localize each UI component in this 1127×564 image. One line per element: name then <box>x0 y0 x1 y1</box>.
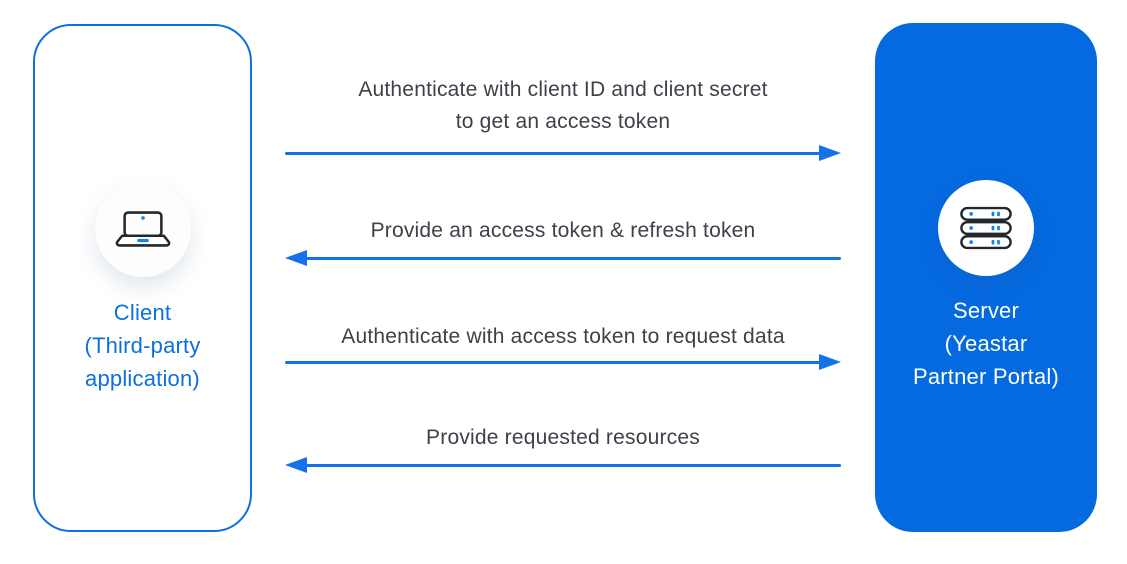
client-label: Client (Third-party application) <box>35 296 250 395</box>
client-entity-card: Client (Third-party application) <box>33 24 252 532</box>
server-label-line: (Yeastar <box>944 331 1028 356</box>
arrowhead-right-icon <box>819 354 841 370</box>
message-3-arrow-right <box>285 354 841 370</box>
message-2-arrow-left <box>285 250 841 266</box>
laptop-icon <box>115 211 170 247</box>
server-entity-card: Server (Yeastar Partner Portal) <box>875 23 1097 532</box>
arrowhead-left-icon <box>285 457 307 473</box>
message-4-label: Provide requested resources <box>426 426 700 449</box>
server-label-line: Partner Portal) <box>912 364 1060 389</box>
message-2-label: Provide an access token & refresh token <box>370 219 756 242</box>
message-4-arrow-left <box>285 457 841 473</box>
arrow-shaft <box>285 151 823 155</box>
arrow-shaft <box>303 463 841 467</box>
server-rack-icon <box>960 206 1012 250</box>
arrow-shaft <box>285 360 823 364</box>
arrowhead-left-icon <box>285 250 307 266</box>
client-label-line: (Third-party <box>84 333 201 358</box>
server-label: Server (Yeastar Partner Portal) <box>875 294 1097 393</box>
client-icon-circle <box>94 181 191 277</box>
arrowhead-right-icon <box>819 145 841 161</box>
server-label-line: Server <box>953 298 1019 323</box>
client-label-line: application) <box>85 366 200 391</box>
message-3-label: Authenticate with access token to reques… <box>341 325 785 348</box>
server-icon-circle <box>938 180 1034 276</box>
message-1-label: Authenticate with client ID and client s… <box>358 78 768 133</box>
client-label-line: Client <box>113 300 172 325</box>
arrow-shaft <box>303 256 841 260</box>
message-flow: Authenticate with client ID and client s… <box>285 0 841 564</box>
message-1-arrow-right <box>285 145 841 161</box>
